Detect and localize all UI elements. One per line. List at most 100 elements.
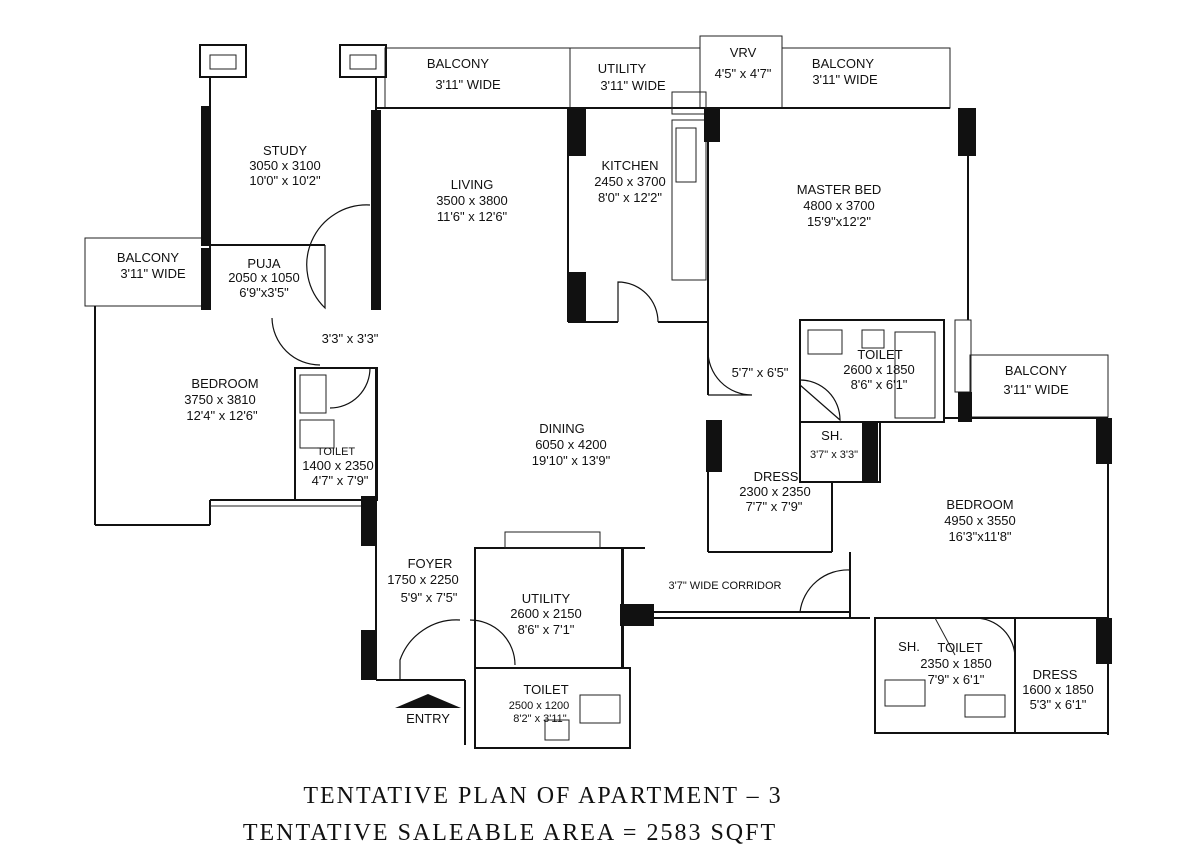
room-imperial: 12'4" x 12'6" (186, 408, 258, 423)
room-label-toilet-right: TOILET 2350 x 1850 7'9" x 6'1" (920, 640, 992, 687)
room-label-balcony-top-right: BALCONY 3'11" WIDE (812, 56, 878, 87)
room-name: VRV (730, 45, 757, 60)
room-label-lobby: 3'3" x 3'3" (322, 331, 379, 346)
room-name: UTILITY (598, 61, 647, 76)
room-label-shower-master: SH. 3'7" x 3'3" (810, 428, 858, 461)
room-name: DINING (539, 421, 585, 436)
room-metric: 2350 x 1850 (920, 656, 992, 671)
room-label-foyer: FOYER 1750 x 2250 5'9" x 7'5" (387, 556, 459, 605)
room-imperial: 4'7" x 7'9" (312, 473, 369, 488)
entry-arrow-icon (395, 694, 461, 708)
room-name: BALCONY (427, 56, 489, 71)
room-name: DRESS (1033, 667, 1078, 682)
room-name: KITCHEN (601, 158, 658, 173)
room-label-toilet-left: TOILET 1400 x 2350 4'7" x 7'9" (302, 446, 374, 488)
room-label-corridor: 3'7" WIDE CORRIDOR (669, 580, 782, 592)
entry-marker: ENTRY (395, 694, 461, 726)
room-label-shower-right: SH. (898, 639, 920, 654)
room-metric: 2500 x 1200 (509, 700, 570, 712)
room-metric: 4800 x 3700 (803, 198, 875, 213)
room-metric: 6050 x 4200 (535, 437, 607, 452)
room-label-balcony-left: BALCONY 3'11" WIDE (117, 250, 186, 281)
room-imperial: 8'6" x 6'1" (851, 377, 908, 392)
room-metric: 2050 x 1050 (228, 270, 300, 285)
room-size: 3'7" WIDE CORRIDOR (669, 580, 782, 592)
room-imperial: 11'6" x 12'6" (437, 209, 508, 224)
room-label-vrv: VRV 4'5" x 4'7" (715, 45, 772, 81)
room-size: 3'3" x 3'3" (322, 331, 379, 346)
room-name: DRESS (754, 469, 799, 484)
room-imperial: 5'9" x 7'5" (401, 590, 458, 605)
room-label-study: STUDY 3050 x 3100 10'0" x 10'2" (249, 143, 321, 188)
room-metric: 1600 x 1850 (1022, 682, 1094, 697)
room-size: 4'5" x 4'7" (715, 66, 772, 81)
room-metric: 3750 x 3810 (184, 392, 256, 407)
room-label-master-bed: MASTER BED 4800 x 3700 15'9"x12'2" (797, 182, 882, 229)
room-size: 3'11" WIDE (600, 78, 666, 93)
room-metric: 3500 x 3800 (436, 193, 508, 208)
room-label-dress-right: DRESS 1600 x 1850 5'3" x 6'1" (1022, 667, 1094, 712)
plan-title: TENTATIVE PLAN OF APARTMENT – 3 (303, 783, 782, 809)
room-name: FOYER (408, 556, 453, 571)
room-label-utility-bottom: UTILITY 2600 x 2150 8'6" x 7'1" (510, 591, 582, 637)
room-name: BEDROOM (946, 497, 1013, 512)
room-imperial: 6'9"x3'5" (239, 285, 289, 300)
room-label-passage: 5'7" x 6'5" (732, 365, 789, 380)
room-name: BALCONY (117, 250, 179, 265)
room-metric: 2600 x 2150 (510, 606, 582, 621)
room-size: 3'7" x 3'3" (810, 449, 858, 461)
room-imperial: 5'3" x 6'1" (1030, 697, 1087, 712)
room-metric: 1400 x 2350 (302, 458, 374, 473)
doors (271, 204, 1016, 680)
room-imperial: 8'0" x 12'2" (598, 190, 662, 205)
room-name: LIVING (451, 177, 494, 192)
room-name: TOILET (857, 347, 902, 362)
room-name: BALCONY (812, 56, 874, 71)
room-metric: 2300 x 2350 (739, 484, 811, 499)
room-label-puja: PUJA 2050 x 1050 6'9"x3'5" (228, 256, 300, 300)
room-imperial: 8'6" x 7'1" (518, 622, 575, 637)
room-name: TOILET (523, 682, 568, 697)
room-size: 5'7" x 6'5" (732, 365, 789, 380)
room-name: TOILET (317, 446, 356, 458)
room-label-utility-top: UTILITY 3'11" WIDE (598, 61, 666, 93)
room-metric: 2450 x 3700 (594, 174, 666, 189)
room-label-master-toilet: TOILET 2600 x 1850 8'6" x 6'1" (843, 347, 915, 392)
room-label-balcony-top-left: BALCONY 3'11" WIDE (427, 56, 501, 92)
room-imperial: 15'9"x12'2" (807, 214, 871, 229)
room-label-dining: DINING 6050 x 4200 19'10" x 13'9" (532, 421, 611, 468)
room-imperial: 7'9" x 6'1" (928, 672, 985, 687)
room-imperial: 8'2" x 3'11" (513, 713, 566, 725)
room-label-living: LIVING 3500 x 3800 11'6" x 12'6" (436, 177, 508, 224)
room-label-bedroom-left: BEDROOM 3750 x 3810 12'4" x 12'6" (184, 376, 258, 423)
room-imperial: 10'0" x 10'2" (249, 173, 321, 188)
room-label-balcony-right: BALCONY 3'11" WIDE (1003, 363, 1069, 397)
room-name: SH. (821, 428, 843, 443)
room-label-bedroom-right: BEDROOM 4950 x 3550 16'3"x11'8" (944, 497, 1016, 544)
room-label-toilet-bottom: TOILET 2500 x 1200 8'2" x 3'11" (509, 682, 570, 725)
room-name: SH. (898, 639, 920, 654)
room-name: PUJA (247, 256, 281, 271)
room-label-kitchen: KITCHEN 2450 x 3700 8'0" x 12'2" (594, 158, 666, 205)
room-size: 3'11" WIDE (812, 72, 878, 87)
structural-columns (201, 106, 1112, 680)
saleable-area: TENTATIVE SALEABLE AREA = 2583 SQFT (243, 820, 777, 846)
room-label-dress-master: DRESS 2300 x 2350 7'7" x 7'9" (739, 469, 811, 514)
room-metric: 3050 x 3100 (249, 158, 321, 173)
room-size: 3'11" WIDE (435, 77, 501, 92)
room-name: BEDROOM (191, 376, 258, 391)
room-size: 3'11" WIDE (1003, 382, 1069, 397)
room-size: 3'11" WIDE (120, 266, 186, 281)
room-metric: 4950 x 3550 (944, 513, 1016, 528)
room-name: STUDY (263, 143, 307, 158)
entry-label: ENTRY (406, 711, 450, 726)
room-name: BALCONY (1005, 363, 1067, 378)
room-name: MASTER BED (797, 182, 882, 197)
room-name: TOILET (937, 640, 982, 655)
room-metric: 1750 x 2250 (387, 572, 459, 587)
room-imperial: 16'3"x11'8" (948, 529, 1011, 544)
room-name: UTILITY (522, 591, 571, 606)
room-imperial: 19'10" x 13'9" (532, 453, 611, 468)
room-imperial: 7'7" x 7'9" (746, 499, 803, 514)
